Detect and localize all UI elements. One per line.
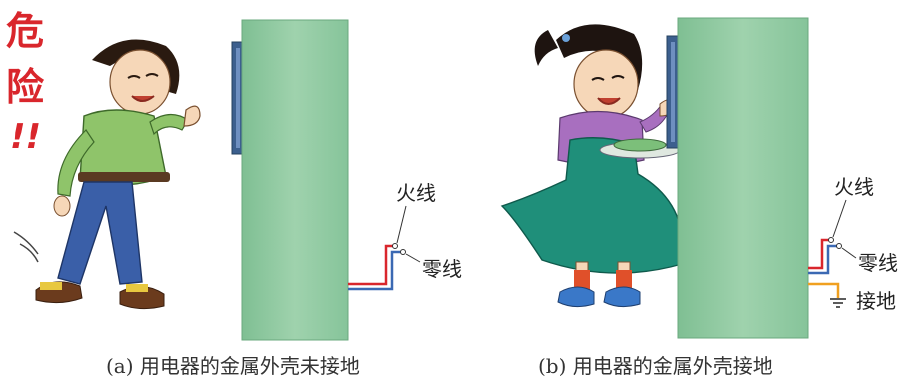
label-live-b: 火线 [834,175,874,199]
warning-exclaim: !! [10,117,41,157]
wires-a [348,205,421,291]
ground-symbol-icon [830,298,846,308]
boy-figure [13,39,201,310]
panel-b: 火线 零线 接地 [500,17,898,339]
label-ground-b: 接地 [856,289,896,313]
wires-b [808,199,857,308]
warning-char-2: 险 [6,65,45,109]
label-live-a: 火线 [396,181,436,205]
warning-char-1: 危 [6,9,44,53]
label-neutral-b: 零线 [858,251,898,275]
girl-figure [500,24,684,308]
cabinet-b [666,17,809,339]
cabinet-a [231,19,349,341]
caption-a: (a) 用电器的金属外壳未接地 [106,354,360,378]
caption-b: (b) 用电器的金属外壳接地 [538,354,773,378]
label-neutral-a: 零线 [422,257,462,281]
panel-a: 危 险 !! [6,9,462,341]
